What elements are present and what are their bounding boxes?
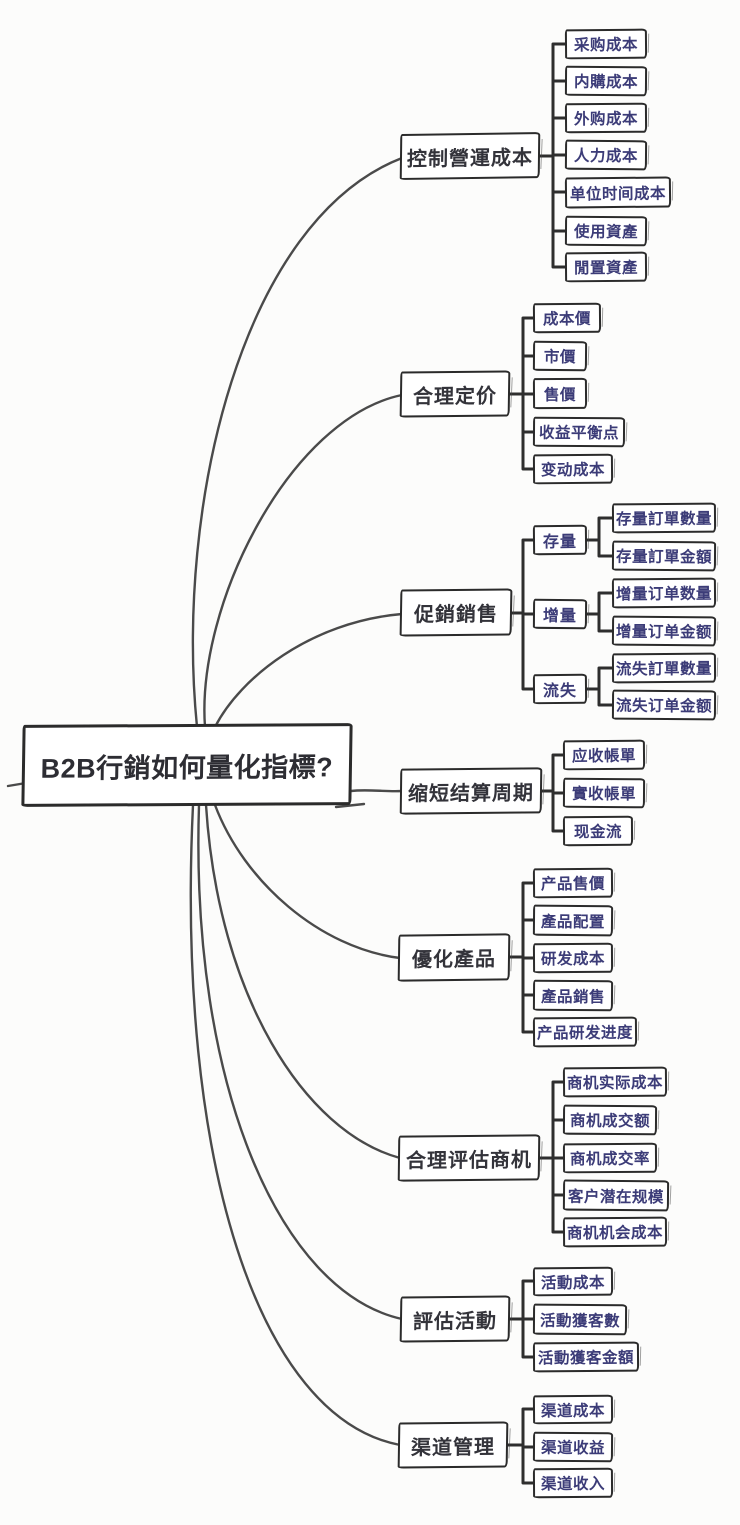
mid-node-churn[interactable]: 流失 bbox=[532, 673, 588, 705]
leaf-node[interactable]: 收益平衡点 bbox=[532, 416, 626, 448]
connector-branch-5 bbox=[502, 881, 535, 1034]
leaf-node[interactable]: 使用資產 bbox=[564, 215, 648, 247]
leaf-node[interactable]: 成本價 bbox=[532, 302, 602, 334]
root-branch-curves bbox=[6, 156, 404, 1447]
leaf-node[interactable]: 存量訂單數量 bbox=[611, 502, 717, 534]
curve-to-branch-8 bbox=[189, 803, 402, 1447]
connector-branch-2 bbox=[502, 316, 535, 471]
leaf-node[interactable]: 活動獲客數 bbox=[532, 1303, 628, 1336]
curve-to-branch-1 bbox=[191, 156, 404, 729]
connector-branch-8 bbox=[500, 1407, 535, 1485]
leaf-node[interactable]: 流失订单金额 bbox=[611, 689, 717, 721]
leaf-node[interactable]: 渠道收益 bbox=[532, 1431, 614, 1463]
leaf-node[interactable]: 应收帳單 bbox=[562, 739, 646, 771]
leaf-node[interactable]: 產品銷售 bbox=[532, 979, 614, 1012]
leaf-node[interactable]: 閒置資產 bbox=[564, 251, 648, 283]
branch-sales-promotion[interactable]: 促銷銷售 bbox=[399, 588, 513, 637]
curve-to-branch-7 bbox=[197, 803, 404, 1321]
connector-branch-3-churn bbox=[579, 666, 614, 707]
curve-to-branch-5 bbox=[213, 803, 402, 960]
leaf-node[interactable]: 活動獲客金額 bbox=[532, 1341, 640, 1373]
branch-operating-cost-control[interactable]: 控制營運成本 bbox=[399, 132, 541, 180]
branch-reasonable-pricing[interactable]: 合理定价 bbox=[399, 370, 511, 418]
connector-branch-3-increment bbox=[579, 591, 614, 633]
leaf-node[interactable]: 增量订单数量 bbox=[611, 577, 717, 609]
leaf-node[interactable]: 商机实际成本 bbox=[562, 1066, 668, 1098]
connector-branch-1 bbox=[532, 42, 567, 269]
leaf-node[interactable]: 客户潜在规模 bbox=[562, 1179, 670, 1212]
connector-branch-4 bbox=[534, 753, 565, 833]
leaf-node[interactable]: 市價 bbox=[532, 340, 588, 372]
leaf-node[interactable]: 渠道成本 bbox=[532, 1394, 614, 1425]
branch-product-optimization[interactable]: 優化產品 bbox=[397, 933, 511, 982]
leaf-node[interactable]: 采购成本 bbox=[564, 28, 648, 60]
leaf-node[interactable]: 人力成本 bbox=[564, 139, 648, 171]
leaf-node[interactable]: 存量訂單金額 bbox=[611, 540, 717, 572]
branch-settlement-cycle[interactable]: 缩短结算周期 bbox=[399, 767, 543, 815]
leaf-node[interactable]: 现金流 bbox=[562, 815, 634, 847]
sketch-overshoot-root-bottom bbox=[334, 802, 366, 809]
leaf-node[interactable]: 单位时间成本 bbox=[564, 176, 672, 209]
leaf-node[interactable]: 外购成本 bbox=[564, 102, 648, 134]
branch-opportunity-evaluation[interactable]: 合理评估商机 bbox=[397, 1134, 541, 1182]
mid-node-stock[interactable]: 存量 bbox=[532, 524, 588, 556]
leaf-node[interactable]: 产品研发进度 bbox=[532, 1016, 638, 1048]
leaf-node[interactable]: 商机成交额 bbox=[562, 1104, 658, 1136]
leaf-node[interactable]: 流失訂單數量 bbox=[611, 652, 717, 684]
leaf-node[interactable]: 变动成本 bbox=[532, 453, 614, 485]
leaf-node[interactable]: 商机机会成本 bbox=[562, 1216, 668, 1248]
leaf-node[interactable]: 渠道收入 bbox=[532, 1467, 614, 1499]
curve-to-branch-3 bbox=[213, 612, 404, 729]
leaf-node[interactable]: 實收帳單 bbox=[562, 777, 646, 809]
mindmap-root-node[interactable]: B2B行銷如何量化指標? bbox=[21, 723, 353, 807]
connector-branch-6 bbox=[532, 1080, 565, 1234]
leaf-node[interactable]: 增量订单金额 bbox=[611, 615, 717, 647]
branch-channel-management[interactable]: 渠道管理 bbox=[397, 1421, 509, 1469]
curve-to-branch-2 bbox=[203, 393, 404, 729]
connector-branch-3-stock bbox=[579, 516, 614, 558]
curve-to-branch-4 bbox=[349, 789, 404, 793]
leaf-node[interactable]: 商机成交率 bbox=[562, 1142, 658, 1174]
branch-activity-evaluation[interactable]: 評估活動 bbox=[399, 1295, 511, 1343]
leaf-node[interactable]: 售價 bbox=[532, 377, 588, 410]
leaf-node[interactable]: 研发成本 bbox=[532, 942, 614, 974]
connector-branch-3 bbox=[504, 538, 535, 691]
branch-leaf-connectors bbox=[500, 42, 614, 1485]
leaf-node[interactable]: 活動成本 bbox=[532, 1266, 614, 1297]
connector-branch-7 bbox=[502, 1279, 535, 1359]
curve-to-branch-6 bbox=[204, 803, 402, 1160]
leaf-node[interactable]: 内購成本 bbox=[564, 65, 648, 97]
mid-node-increment[interactable]: 增量 bbox=[532, 598, 588, 630]
leaf-node[interactable]: 产品售價 bbox=[532, 867, 614, 899]
leaf-node[interactable]: 產品配置 bbox=[532, 904, 614, 937]
